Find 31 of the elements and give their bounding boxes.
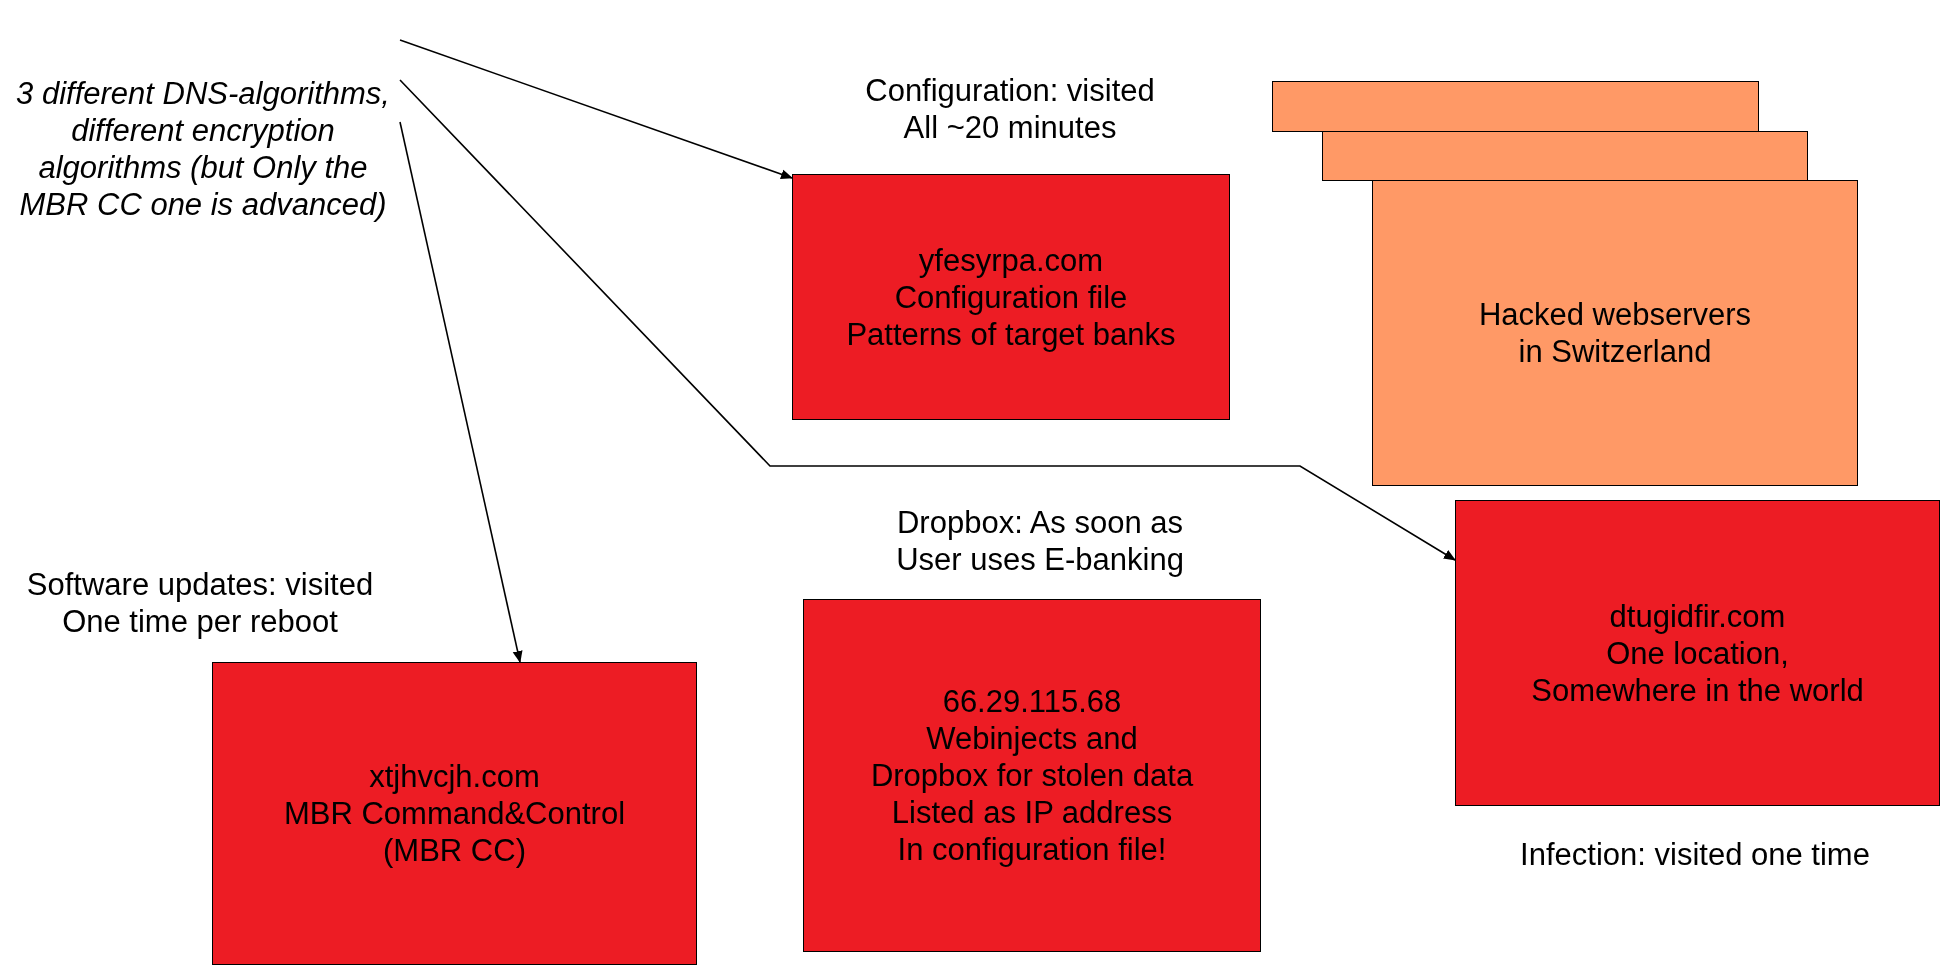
empty-box [1272, 81, 1759, 132]
box-text: Patterns of target banks [846, 315, 1176, 353]
box-text: 66.29.115.68 [942, 683, 1122, 720]
server-box [212, 662, 697, 965]
box-text: MBR Command&Control [283, 795, 626, 832]
box-text: Configuration file [894, 278, 1128, 316]
empty-box [1322, 131, 1808, 181]
caption-text: Software updates: visited One time per reboot [25, 566, 375, 640]
caption-text: Infection: visited one time [1519, 836, 1871, 873]
arrow [399, 121, 523, 663]
box-text: Dropbox for stolen data [870, 757, 1194, 794]
box-text: dtugidfir.com [1609, 597, 1786, 635]
server-box [803, 599, 1261, 952]
box-text: xtjhvcjh.com [369, 758, 540, 795]
box-text: One location, [1606, 634, 1789, 672]
server-box [792, 174, 1230, 420]
box-text: Webinjects and [926, 720, 1138, 757]
box-text: in Switzerland [1518, 333, 1712, 370]
box-text: Listed as IP address [891, 794, 1173, 831]
arrow [399, 39, 793, 180]
annotation-text: 3 different DNS-algorithms, different encryption algorithms (but Only the MBR CC one is advanced) [15, 75, 391, 223]
box-text: In configuration file! [897, 831, 1167, 868]
box-text: Somewhere in the world [1531, 671, 1864, 709]
caption-text: Configuration: visited All ~20 minutes [864, 72, 1156, 146]
server-box [1372, 180, 1858, 486]
arrow [399, 79, 1456, 561]
box-text: yfesyrpa.com [918, 241, 1104, 279]
box-text: (MBR CC) [383, 832, 526, 869]
caption-text: Dropbox: As soon as User uses E-banking [895, 504, 1185, 578]
box-text: Hacked webservers [1478, 296, 1752, 333]
server-box [1455, 500, 1940, 806]
